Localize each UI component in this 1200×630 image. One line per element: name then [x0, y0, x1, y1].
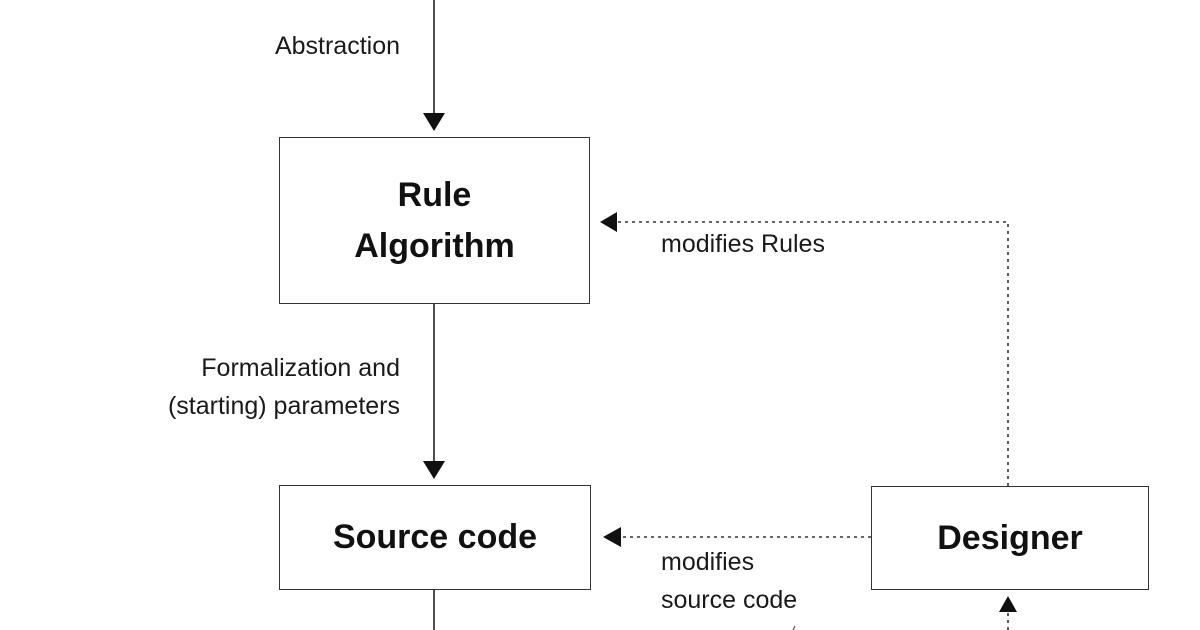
designer-title: Designer	[937, 518, 1083, 557]
modifies-rules-arrow	[600, 212, 1009, 486]
designer-node: Designer	[871, 486, 1149, 590]
designer-incoming-arrow	[999, 596, 1017, 630]
modifies-source-label: modifies source code	[661, 548, 798, 614]
source-code-title: Source code	[332, 518, 538, 556]
modifies-rules-label: modifies Rules	[661, 230, 825, 258]
abstraction-arrow	[423, 0, 445, 131]
modifies-source-arrow	[603, 527, 871, 547]
rule-algorithm-node: Rule Algorithm	[279, 137, 590, 304]
formalization-arrow	[423, 304, 445, 479]
partial-connector-fragment	[792, 625, 796, 630]
source-code-node: Source code	[279, 485, 591, 590]
rule-algorithm-title: Rule Algorithm	[354, 175, 515, 265]
formalization-label: Formalization and (starting) parameters	[167, 354, 400, 420]
abstraction-label: Abstraction	[274, 32, 400, 60]
